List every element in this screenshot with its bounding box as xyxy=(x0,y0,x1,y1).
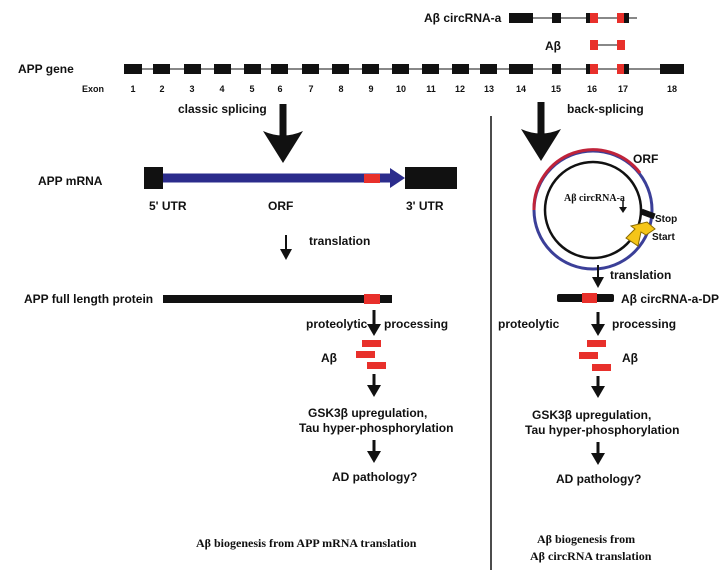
down-arrow-icon xyxy=(591,376,605,398)
circrna-dp-label: Aβ circRNA-a-DP xyxy=(621,292,719,306)
orf-label-right: ORF xyxy=(633,152,658,166)
app-protein-bar xyxy=(163,294,392,304)
exon-number: 11 xyxy=(426,84,436,94)
app-gene-label: APP gene xyxy=(18,62,74,76)
down-arrow-icon xyxy=(591,312,605,336)
start-arrow-icon xyxy=(625,221,656,247)
exon-number: 17 xyxy=(618,84,628,94)
down-arrow-icon xyxy=(367,310,381,336)
inner-arrow-icon xyxy=(619,200,627,213)
abeta-label-right: Aβ xyxy=(622,351,638,365)
circrna-ring xyxy=(532,148,654,271)
exon-number: 13 xyxy=(484,84,494,94)
processing-label-left: processing xyxy=(384,317,448,331)
exon-number: 2 xyxy=(159,84,164,94)
circrna-a-label: Aβ circRNA-a xyxy=(424,11,502,25)
exon-number: 5 xyxy=(249,84,254,94)
exon-number: 8 xyxy=(338,84,343,94)
app-mrna-label: APP mRNA xyxy=(38,174,103,188)
ad-label-right: AD pathology? xyxy=(556,472,641,486)
exon-numbers: 1 2 3 4 5 6 7 8 9 10 11 12 13 14 15 16 1… xyxy=(130,84,677,94)
app-gene-exons xyxy=(124,64,684,74)
exon-number: 9 xyxy=(368,84,373,94)
circrna-a-exons xyxy=(509,13,637,23)
exon-number: 4 xyxy=(219,84,224,94)
down-arrow-icon xyxy=(367,374,381,397)
stop-marker xyxy=(640,208,656,220)
proteolytic-label-right: proteolytic xyxy=(498,317,560,331)
down-arrow-icon xyxy=(367,440,381,463)
orf-label: ORF xyxy=(268,199,293,213)
processing-label-right: processing xyxy=(612,317,676,331)
caption-right-1: Aβ biogenesis from xyxy=(537,532,635,546)
exon-number: 6 xyxy=(277,84,282,94)
abeta-fragments-left xyxy=(356,340,386,369)
exon-number: 7 xyxy=(308,84,313,94)
caption-left: Aβ biogenesis from APP mRNA translation xyxy=(196,536,417,550)
small-down-arrow-icon xyxy=(592,265,604,288)
exon-label: Exon xyxy=(82,84,104,94)
translation-label-left: translation xyxy=(309,234,370,248)
app-mrna-bar xyxy=(144,167,457,189)
abeta-fragments-right xyxy=(579,340,611,371)
gsk-label-right-2: Tau hyper-phosphorylation xyxy=(525,423,679,437)
exon-number: 15 xyxy=(551,84,561,94)
gsk-label-right-1: GSK3β upregulation, xyxy=(532,408,651,422)
classic-splicing-label: classic splicing xyxy=(178,102,267,116)
utr3-label: 3' UTR xyxy=(406,199,444,213)
exon-number: 3 xyxy=(189,84,194,94)
exon-number: 1 xyxy=(130,84,135,94)
utr5-label: 5' UTR xyxy=(149,199,187,213)
gsk-label-left-2: Tau hyper-phosphorylation xyxy=(299,421,453,435)
start-label: Start xyxy=(652,232,675,243)
abeta-top-segment xyxy=(590,40,625,50)
caption-right-2: Aβ circRNA translation xyxy=(530,549,652,563)
abeta-label-left: Aβ xyxy=(321,351,337,365)
ad-label-left: AD pathology? xyxy=(332,470,417,484)
exon-number: 16 xyxy=(587,84,597,94)
exon-number: 18 xyxy=(667,84,677,94)
proteolytic-label-left: proteolytic xyxy=(306,317,368,331)
exon-number: 14 xyxy=(516,84,526,94)
translation-label-right: translation xyxy=(610,268,671,282)
gsk-label-left-1: GSK3β upregulation, xyxy=(308,406,427,420)
abeta-top-label: Aβ xyxy=(545,39,561,53)
circrna-dp-bar xyxy=(557,293,614,303)
small-down-arrow-icon xyxy=(280,235,292,260)
exon-number: 10 xyxy=(396,84,406,94)
big-down-arrow-icon xyxy=(521,102,561,161)
circrna-inner-label: Aβ circRNA-a xyxy=(564,193,625,204)
stop-label: Stop xyxy=(655,214,677,225)
down-arrow-icon xyxy=(591,442,605,465)
big-down-arrow-icon xyxy=(263,104,303,163)
exon-number: 12 xyxy=(455,84,465,94)
app-protein-label: APP full length protein xyxy=(24,292,153,306)
back-splicing-label: back-splicing xyxy=(567,102,644,116)
